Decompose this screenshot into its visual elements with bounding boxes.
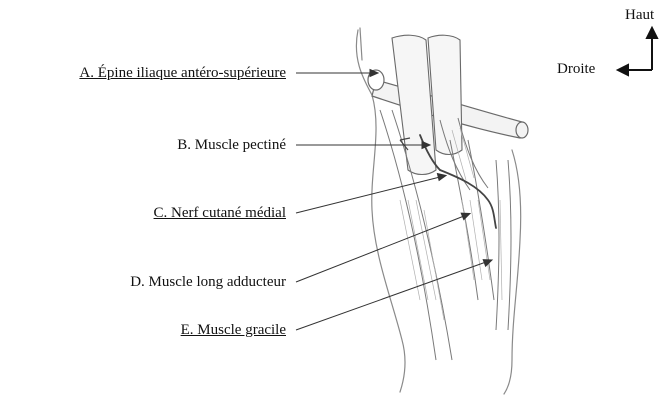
gracilis-sketch	[496, 160, 511, 330]
label-d: D. Muscle long adducteur	[130, 273, 286, 291]
compass-left-arrowhead	[618, 65, 628, 75]
compass-up-arrowhead	[647, 28, 657, 38]
leader-arrowhead-d	[461, 213, 470, 220]
label-c: C. Nerf cutané médial	[154, 204, 286, 222]
inner-thigh-outline	[504, 150, 521, 394]
adductor-longus-sketch	[450, 140, 494, 300]
compass-up-label: Haut	[625, 6, 654, 24]
leader-line-d	[296, 216, 464, 282]
medial-cutaneous-nerve	[440, 170, 496, 228]
leader-arrowhead-c	[437, 174, 446, 181]
label-a: A. Épine iliaque antéro-supérieure	[79, 64, 286, 82]
pubic-tubercle	[516, 122, 528, 138]
compass-side-label: Droite	[557, 60, 595, 78]
leader-line-e	[296, 262, 486, 330]
leader-line-c	[296, 177, 440, 213]
label-e: E. Muscle gracile	[181, 321, 286, 339]
label-b: B. Muscle pectiné	[177, 136, 286, 154]
